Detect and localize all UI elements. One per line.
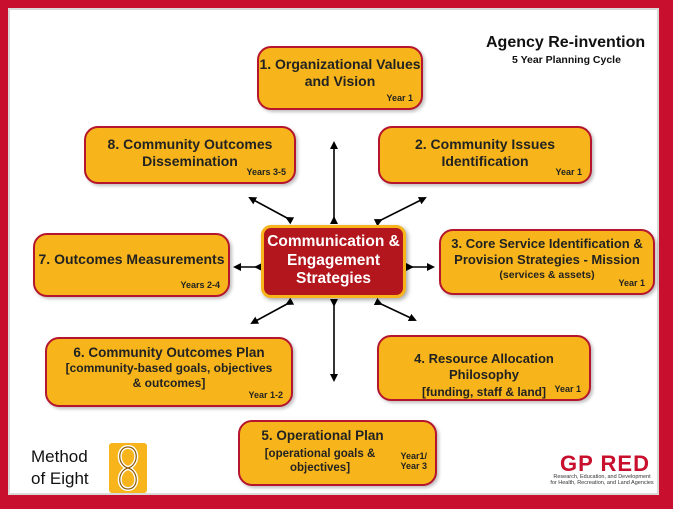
step-box-1: 1. Organizational Values and Vision Year… [257,46,423,110]
step-box-2: 2. Community Issues Identification Year … [378,126,592,184]
gp-red-tagline-line1: Research, Education, and Development [553,474,651,480]
step-box-7: 7. Outcomes Measurements Years 2-4 [33,233,230,297]
diagram-subtitle: 5 Year Planning Cycle [512,54,621,66]
step-5-year: Year1/ Year 3 [400,451,427,472]
step-6-subtitle-line1: [community-based goals, objectives [65,361,273,376]
method-of-eight-brand: Method of Eight [31,446,89,490]
figure-eight-icon [109,443,147,493]
step-1-title-line2: and Vision [304,72,376,89]
step-box-5: 5. Operational Plan [operational goals &… [238,420,437,486]
gp-red-logo: GP RED [560,451,650,476]
step-5-year-line1: Year1/ [400,451,427,462]
step-5-title: 5. Operational Plan [261,428,384,443]
gp-red-tagline-line2: for Health, Recreation, and Land Agencie… [550,480,654,487]
arrow-to-box6 [250,297,295,324]
gp-red-tagline: Research, Education, and Development for… [548,474,656,486]
step-box-4: 4. Resource Allocation Philosophy [fundi… [377,335,591,401]
step-1-year: Year 1 [386,93,413,104]
step-3-subtitle: (services & assets) [499,269,595,282]
step-box-3: 3. Core Service Identification & Provisi… [439,229,655,295]
step-3-title-line2: Provision Strategies - Mission [454,251,640,267]
step-5-subtitle-line1: [operational goals & [264,448,376,460]
step-5-subtitle: [operational goals & objectives] [250,448,390,476]
step-4-year: Year 1 [554,384,581,395]
step-6-year: Year 1-2 [248,390,283,401]
step-3-year: Year 1 [618,278,645,289]
center-line3: Strategies [296,270,371,288]
step-7-year: Years 2-4 [180,280,220,291]
step-5-subtitle-line2: objectives] [289,461,351,474]
step-6-title: 6. Community Outcomes Plan [73,345,265,360]
step-3-title-line1: 3. Core Service Identification & [451,236,643,251]
arrow-to-box4 [373,297,417,322]
step-1-title-line1: 1. Organizational Values [259,56,421,72]
step-2-title-line1: 2. Community Issues [414,136,556,152]
step-2-title-line2: Identification [441,152,529,169]
step-4-title: 4. Resource Allocation Philosophy [414,351,554,382]
step-box-8: 8. Community Outcomes Dissemination Year… [84,126,296,184]
brand-line2: of Eight [31,469,89,489]
step-2-year: Year 1 [555,167,582,178]
step-8-title-line2: Dissemination [142,152,238,169]
step-5-year-line2: Year 3 [400,461,427,472]
center-line2: Engagement [286,251,380,269]
step-8-title-line1: 8. Community Outcomes [107,136,273,152]
arrow-to-box8 [248,197,295,225]
diagram-title: Agency Re-invention [486,34,646,51]
brand-line1: Method [31,447,88,466]
center-line1: Communication & [267,233,400,250]
step-7-title: 7. Outcomes Measurements [38,251,225,267]
step-8-year: Years 3-5 [246,167,286,178]
step-4-subtitle: [funding, staff & land] [422,385,546,400]
step-box-6: 6. Community Outcomes Plan [community-ba… [45,337,293,407]
arrow-to-box2 [373,197,427,227]
center-box-communication: Communication & Engagement Strategies [261,225,406,298]
step-6-subtitle-line2: & outcomes] [132,375,206,390]
